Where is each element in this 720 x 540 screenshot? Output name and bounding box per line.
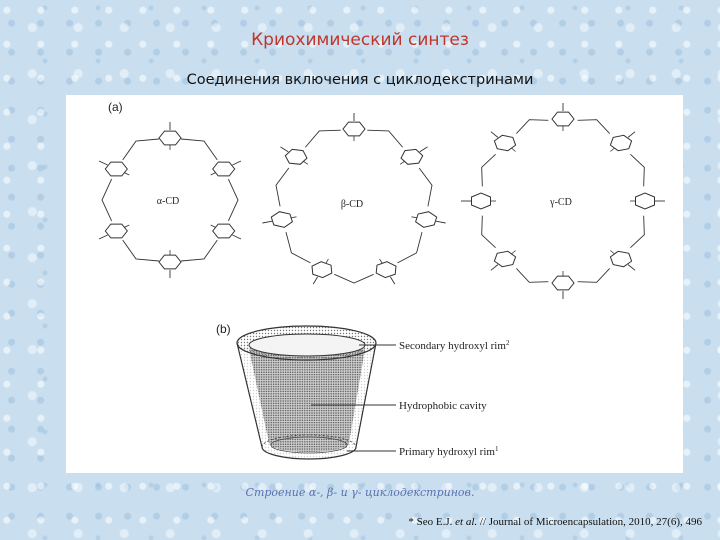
ref-star: * <box>408 516 414 528</box>
cone-bottom-inner <box>270 436 348 454</box>
hydroxyl-stub-beta <box>379 258 383 264</box>
hydroxymethyl-stub-gamma <box>627 131 636 138</box>
glycosidic-link-alpha <box>122 239 159 262</box>
glycosidic-link-beta <box>334 273 374 284</box>
hydroxyl-stub-alpha <box>210 224 217 228</box>
glucose-unit-alpha <box>158 254 182 270</box>
glucose-unit-beta <box>270 211 293 228</box>
glucose-unit-alpha <box>158 130 182 146</box>
cone-right-edge <box>355 342 377 448</box>
ring-label-gamma: γ-CD <box>549 197 572 208</box>
hydroxyl-stub-gamma <box>511 147 516 152</box>
glycosidic-link-beta <box>418 167 433 207</box>
slide-title: Криохимический синтез <box>251 30 469 50</box>
glucose-unit-beta <box>311 261 333 279</box>
glycosidic-link-alpha <box>101 178 113 222</box>
hydroxyl-stub-gamma <box>610 250 615 255</box>
panel-a-label: (a) <box>108 100 123 114</box>
hydroxyl-stub-gamma <box>610 147 615 152</box>
hydroxyl-stub-beta <box>302 160 309 165</box>
reference-citation: * Seo E.J. et al. // Journal of Microenc… <box>408 516 702 528</box>
hydroxymethyl-stub-beta <box>390 276 396 285</box>
glucose-unit-gamma <box>493 250 517 268</box>
hydroxymethyl-stub-gamma <box>627 264 636 271</box>
hydroxymethyl-stub-alpha <box>98 234 108 240</box>
label-primary-rim: Primary hydroxyl rim1 <box>399 445 499 458</box>
glycosidic-link-gamma <box>516 119 549 134</box>
glycosidic-link-gamma <box>481 215 496 248</box>
hydroxyl-stub-beta <box>325 258 329 264</box>
hydroxymethyl-stub-gamma <box>490 264 499 271</box>
glycosidic-link-gamma <box>481 154 496 187</box>
glucose-unit-alpha <box>212 161 236 177</box>
hydroxyl-stub-alpha <box>123 224 130 228</box>
ref-author: Seo E.J. <box>416 516 453 528</box>
cone-bottom-rim-back <box>261 434 357 448</box>
cyclodextrin-rings: α-CD β-CD γ-CD <box>98 103 665 299</box>
glycosidic-link-alpha <box>227 178 239 222</box>
glucose-unit-gamma <box>635 192 655 210</box>
glucose-unit-gamma <box>551 275 575 291</box>
panel-b-label: (b) <box>216 322 231 336</box>
annotation-arrows <box>311 344 396 452</box>
glycosidic-link-beta <box>275 167 290 207</box>
glycosidic-link-gamma <box>516 268 549 283</box>
glycosidic-link-alpha <box>181 239 218 262</box>
glycosidic-link-gamma <box>577 268 610 283</box>
hydroxymethyl-stub-beta <box>435 220 446 224</box>
hydroxyl-stub-beta <box>290 216 297 219</box>
label-secondary-rim: Secondary hydroxyl rim2 <box>399 339 510 352</box>
glucose-unit-beta <box>400 148 424 165</box>
hydroxymethyl-stub-gamma <box>490 131 499 138</box>
glucose-unit-alpha <box>212 223 236 239</box>
glucose-unit-beta <box>375 261 397 279</box>
cyclodextrin-figure: (a) α-CD β-CD γ-CD (b) Secondary hydroxy… <box>66 95 683 473</box>
glycosidic-link-gamma <box>577 119 610 134</box>
hydroxymethyl-stub-alpha <box>232 160 242 166</box>
glycosidic-link-alpha <box>181 138 218 161</box>
glucose-unit-gamma <box>493 134 517 152</box>
cone-inner-cavity <box>249 349 365 452</box>
hydroxymethyl-stub-beta <box>280 146 289 153</box>
hydroxymethyl-stub-alpha <box>98 160 108 166</box>
hydroxymethyl-stub-beta <box>312 276 318 285</box>
ring-label-beta: β-CD <box>341 199 363 210</box>
cone-illustration <box>236 325 377 460</box>
glucose-unit-gamma <box>551 111 575 127</box>
slide-subtitle: Соединения включения с циклодекстринами <box>186 72 534 88</box>
glucose-unit-alpha <box>104 223 128 239</box>
glucose-unit-gamma <box>471 192 491 210</box>
glycosidic-link-beta <box>304 129 341 148</box>
glycosidic-link-beta <box>397 232 423 264</box>
hydroxymethyl-stub-beta <box>262 220 273 224</box>
label-hydrophobic-cavity: Hydrophobic cavity <box>399 400 487 412</box>
glycosidic-link-beta <box>285 232 311 264</box>
ring-label-alpha: α-CD <box>157 196 179 207</box>
hydroxyl-stub-alpha <box>123 172 130 176</box>
hydroxymethyl-stub-alpha <box>232 234 242 240</box>
glucose-unit-gamma <box>609 134 633 152</box>
glycosidic-link-gamma <box>630 154 645 187</box>
hydroxyl-stub-beta <box>411 216 418 219</box>
figure-caption: Строение α-, β- и γ- циклодекстринов. <box>245 486 475 499</box>
cone-top-rim-inner <box>248 333 366 357</box>
cyclodextrin-diagram: (a) α-CD β-CD γ-CD (b) Secondary hydroxy… <box>98 100 665 460</box>
ref-journal: // Journal of Microencapsulation, 2010, … <box>479 516 702 528</box>
hydroxyl-stub-alpha <box>210 172 217 176</box>
glycosidic-link-gamma <box>630 215 645 248</box>
glycosidic-link-alpha <box>122 138 159 161</box>
glucose-unit-beta <box>342 121 366 137</box>
glucose-unit-gamma <box>609 250 633 268</box>
cone-bottom-rim <box>261 446 357 460</box>
glycosidic-link-beta <box>367 129 404 148</box>
hydroxyl-stub-beta <box>399 160 406 165</box>
glucose-unit-beta <box>284 148 308 165</box>
glucose-unit-alpha <box>104 161 128 177</box>
cone-left-edge <box>236 342 263 448</box>
hydroxyl-stub-gamma <box>511 250 516 255</box>
glucose-unit-beta <box>415 211 438 228</box>
hydroxymethyl-stub-beta <box>419 146 428 153</box>
ref-etal: et al. <box>455 516 478 528</box>
